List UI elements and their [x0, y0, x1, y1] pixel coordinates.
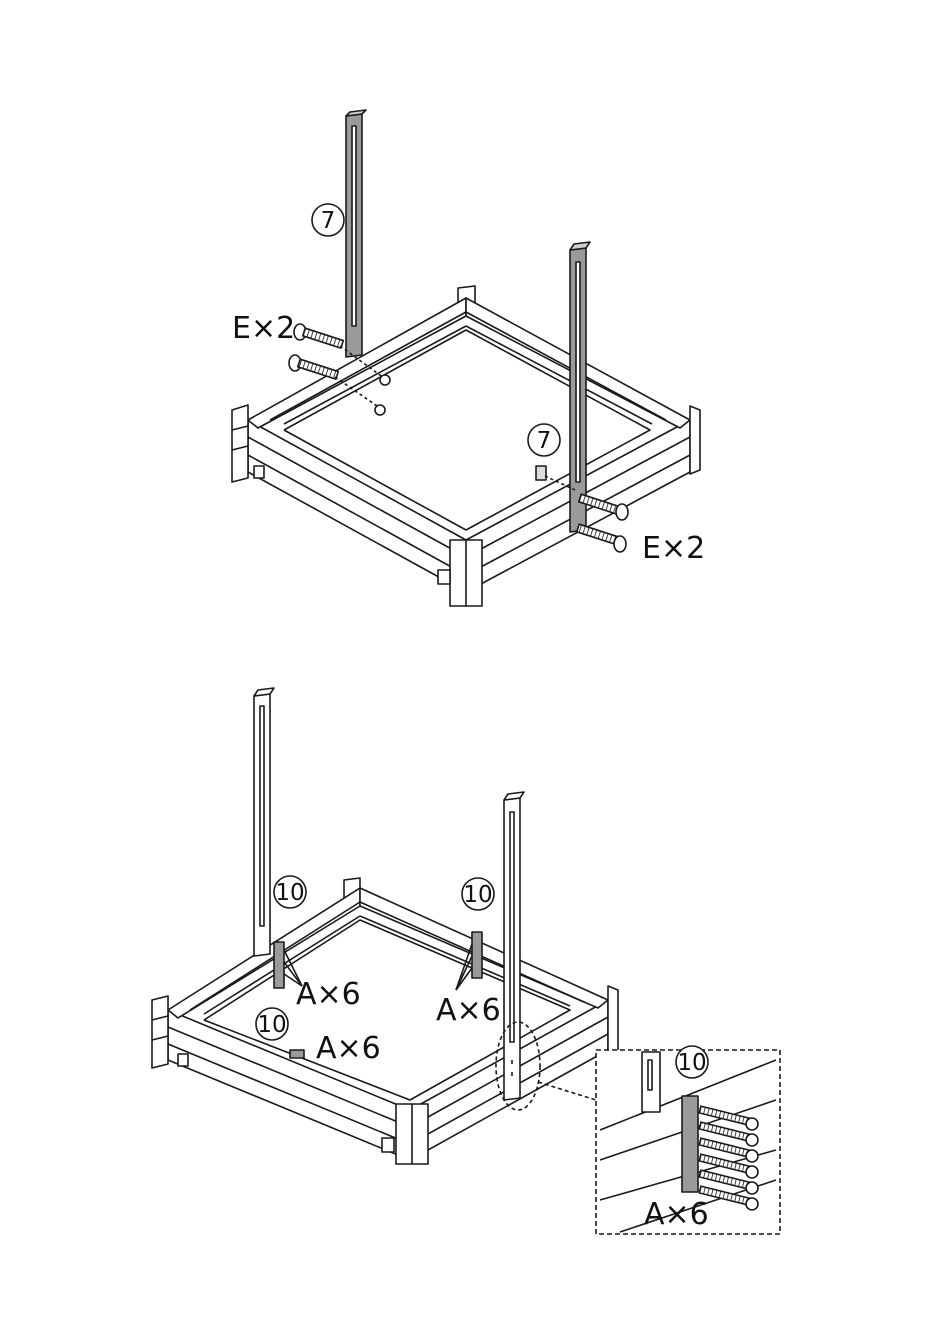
label-bolts-right: E×2 — [642, 531, 705, 566]
post-7-left — [346, 110, 366, 357]
label-part-10-right: 10 — [463, 882, 492, 908]
sandbox-frame-step2 — [152, 888, 618, 1164]
label-screws-right: A×6 — [436, 993, 501, 1028]
label-screws-left: A×6 — [296, 977, 361, 1012]
step-2-diagram — [152, 688, 780, 1234]
label-part-10-left: 10 — [275, 880, 304, 906]
label-bolts-left: E×2 — [232, 311, 295, 346]
label-part-7-bracket: 7 — [537, 428, 552, 454]
label-part-10-front: 10 — [257, 1012, 286, 1038]
post-left-step2 — [254, 688, 274, 956]
label-detail-part-10: 10 — [677, 1050, 706, 1076]
bracket-10-front — [290, 1050, 304, 1058]
label-part-7-post: 7 — [321, 208, 336, 234]
label-detail-screws: A×6 — [644, 1197, 709, 1232]
label-screws-front: A×6 — [316, 1031, 381, 1066]
step-1-diagram — [232, 110, 700, 606]
sandbox-frame-step1 — [232, 298, 700, 606]
